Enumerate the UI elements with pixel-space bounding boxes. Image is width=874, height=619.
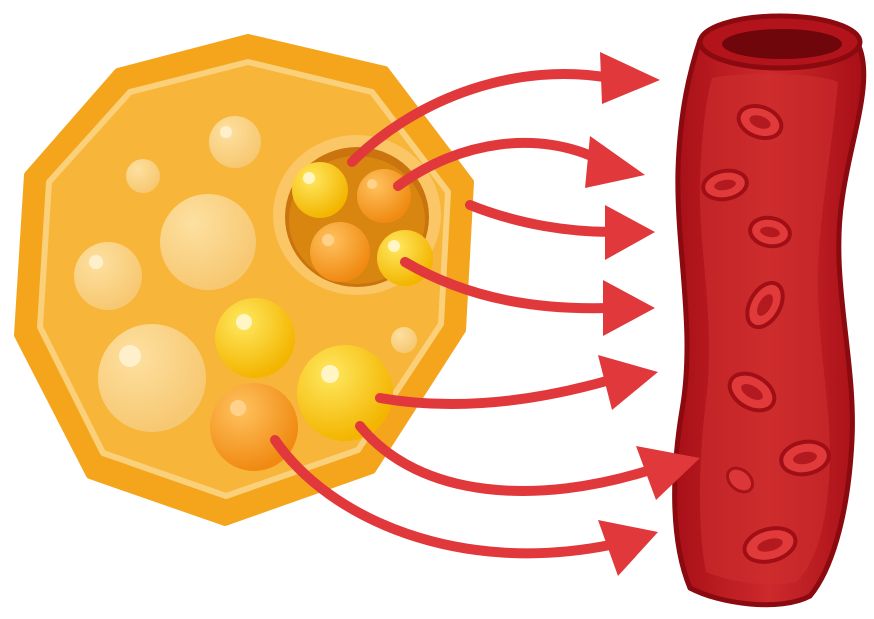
lipid-droplet bbox=[215, 298, 295, 378]
arrow-right-icon bbox=[470, 205, 655, 260]
lipid-droplet bbox=[126, 159, 160, 193]
lipid-droplet bbox=[74, 242, 142, 310]
fat-cell bbox=[18, 38, 470, 522]
lipid-droplet bbox=[391, 327, 417, 353]
lipid-droplet bbox=[292, 162, 348, 218]
lipid-droplet bbox=[98, 324, 206, 432]
lipid-droplet bbox=[160, 194, 256, 290]
lipid-droplet bbox=[310, 222, 370, 282]
lipid-droplet bbox=[297, 345, 393, 441]
lipid-droplet bbox=[209, 116, 261, 168]
vessel-lumen bbox=[700, 74, 838, 584]
blood-vessel bbox=[675, 16, 864, 605]
arrow-right-icon bbox=[360, 426, 700, 500]
